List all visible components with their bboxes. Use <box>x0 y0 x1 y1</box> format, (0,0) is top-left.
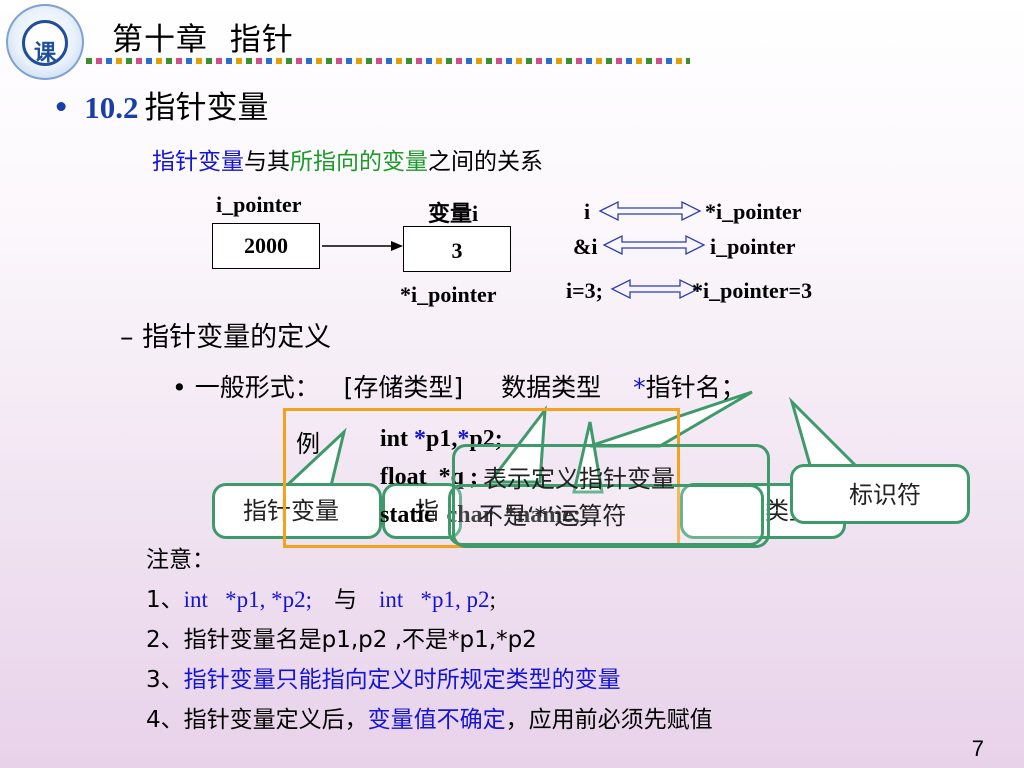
note-1-end: ; <box>489 587 496 612</box>
equiv-1-right: *i_pointer <box>705 199 802 224</box>
var-deref-label: *i_pointer <box>400 282 497 307</box>
relation-pointer-var: 指针变量 <box>152 149 244 175</box>
note-4-prefix: 4、指针变量定义后， <box>146 707 368 733</box>
note-3: 3、指针变量只能指向定义时所规定类型的变量 <box>146 660 621 694</box>
note-1: 1、int *p1, *p2; 与 int *p1, p2; <box>146 580 496 614</box>
var-label: 变量i <box>428 201 479 226</box>
example-label: 例 <box>296 430 320 458</box>
callout-pointer-var: 指针变量 <box>212 483 382 539</box>
equiv-arrow-1 <box>598 200 702 222</box>
pointer-box: 2000 <box>212 223 320 269</box>
var-box: 3 <box>403 226 511 272</box>
chapter-title: 第十章 指针 <box>112 22 294 58</box>
school-logo: 课 <box>6 4 84 80</box>
code-p2: p2; <box>469 426 503 452</box>
note-4-end: ，应用前必须先赋值 <box>505 707 713 733</box>
relation-line: 指针变量与其所指向的变量之间的关系 <box>152 142 543 176</box>
pointer-name: 指针名； <box>645 373 746 402</box>
equiv-3-left: i=3; <box>566 278 603 303</box>
definition-dash: – <box>120 322 134 353</box>
definition-heading: – 指针变量的定义 <box>120 315 331 354</box>
notes-heading: 注意： <box>146 547 215 573</box>
code-line-2: float *q ; <box>380 464 478 490</box>
callout-not-operator: 不是‘*’运算符 <box>448 484 764 546</box>
pointer-star: * <box>633 373 646 402</box>
relation-between: 之间的关系 <box>428 149 543 175</box>
equiv-2-left: &i <box>573 234 598 259</box>
callout-identifier: 标识符 <box>790 464 970 524</box>
definition-title: 指针变量的定义 <box>142 322 332 353</box>
equiv-arrow-2 <box>602 234 706 256</box>
relation-and: 与其 <box>244 149 290 175</box>
general-form-label: 一般形式： <box>194 373 320 402</box>
note-1-and: 与 <box>312 587 379 613</box>
data-type: 数据类型 <box>501 373 602 402</box>
pointer-label: i_pointer <box>216 192 302 217</box>
section-bullet: • <box>52 90 71 126</box>
title-underline <box>86 58 690 64</box>
tail-identifier <box>788 396 864 474</box>
general-form: • 一般形式： [存储类型] 数据类型 *指针名； <box>172 368 746 404</box>
note-2: 2、指针变量名是p1,p2 ,不是*p1,*p2 <box>146 627 537 653</box>
page-number: 7 <box>971 736 984 761</box>
tail-type <box>572 421 604 494</box>
code-star-1: * <box>414 426 427 452</box>
storage-type: [存储类型] <box>343 373 464 402</box>
general-bullet: • <box>172 373 187 402</box>
note-3-text: 指针变量只能指向定义时所规定类型的变量 <box>183 667 621 693</box>
equiv-3-right: *i_pointer=3 <box>692 278 813 303</box>
equiv-1-left: i <box>584 199 591 224</box>
section-number: 10.2 <box>84 90 139 125</box>
note-3-prefix: 3、 <box>146 667 184 693</box>
pointer-arrow-head <box>391 241 403 251</box>
equiv-arrow-3 <box>610 278 700 300</box>
callout-means-pointer: 表示定义指针变量 <box>452 444 770 548</box>
relation-target-var: 所指向的变量 <box>290 149 428 175</box>
code-p1: p1, <box>426 426 458 452</box>
note-1-decl-b: int *p1, p2 <box>378 587 490 612</box>
code-line-1: int *p1,*p2; <box>380 426 503 453</box>
note-4: 4、指针变量定义后，变量值不确定，应用前必须先赋值 <box>146 700 713 734</box>
code-int: int <box>380 426 415 452</box>
equiv-2-right: i_pointer <box>710 234 796 259</box>
note-1-prefix: 1、 <box>146 587 184 613</box>
note-1-decl-a: int *p1, *p2; <box>183 587 313 612</box>
logo-ring: 课 <box>22 20 68 66</box>
logo-glyph: 课 <box>33 41 56 66</box>
section-title: 指针变量 <box>144 90 269 126</box>
note-4-blue: 变量值不确定 <box>367 707 506 733</box>
